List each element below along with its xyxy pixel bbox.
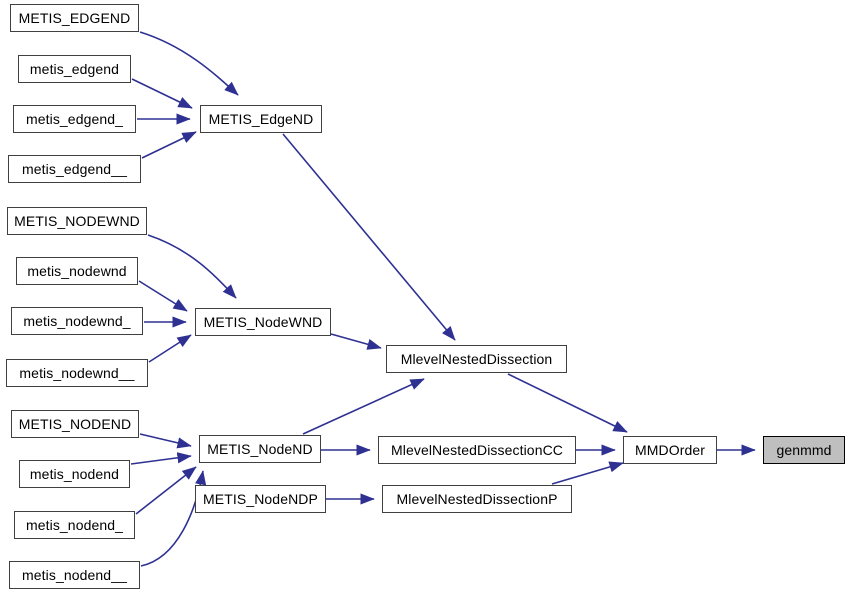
edge-MlevelNestedDissection-to-MMDOrder xyxy=(507,373,628,433)
node-METIS_NodeWND[interactable]: METIS_NodeWND xyxy=(195,308,331,336)
node-label: METIS_NodeWND xyxy=(203,314,323,330)
node-label: metis_edgend xyxy=(29,61,120,77)
node-label: metis_nodewnd_ xyxy=(23,313,131,329)
node-metis_nodend_caps[interactable]: METIS_NODEND xyxy=(11,410,139,438)
edge-METIS_NodeND-to-MlevelNestedDissection xyxy=(302,378,425,435)
edge-metis_nodewnd_caps-to-METIS_NodeWND xyxy=(147,234,237,299)
edge-METIS_NodeWND-to-MlevelNestedDissection xyxy=(330,333,382,350)
node-metis_edgend_uu[interactable]: metis_edgend__ xyxy=(8,155,141,183)
edge-metis_nodend_caps-to-METIS_NodeND xyxy=(139,433,192,449)
node-label: metis_nodend xyxy=(29,466,120,482)
edge-metis_nodend_uu-to-METIS_NodeND xyxy=(140,470,207,567)
edge-MlevelNestedDissectionP-to-MMDOrder xyxy=(551,461,624,485)
edge-metis_nodewnd_uu-to-METIS_NodeWND xyxy=(148,334,192,363)
node-label: METIS_EdgeND xyxy=(208,111,314,127)
node-label: METIS_NodeNDP xyxy=(203,491,318,507)
node-METIS_EdgeND[interactable]: METIS_EdgeND xyxy=(200,105,322,133)
edge-metis_edgend_caps-to-METIS_EdgeND xyxy=(139,31,239,96)
node-label: METIS_NODEWND xyxy=(14,213,140,229)
node-genmmd[interactable]: genmmd xyxy=(763,436,845,464)
node-metis_nodend_u[interactable]: metis_nodend_ xyxy=(14,511,135,539)
node-MMDOrder[interactable]: MMDOrder xyxy=(623,436,717,464)
node-metis_edgend[interactable]: metis_edgend xyxy=(18,55,131,83)
node-metis_edgend_u[interactable]: metis_edgend_ xyxy=(13,105,136,133)
edge-metis_edgend-to-METIS_EdgeND xyxy=(131,78,193,109)
node-label: metis_edgend__ xyxy=(22,161,127,177)
node-label: metis_nodend_ xyxy=(25,517,124,533)
node-metis_nodewnd_caps[interactable]: METIS_NODEWND xyxy=(7,207,147,235)
node-label: METIS_EDGEND xyxy=(18,10,131,26)
node-metis_nodend_uu[interactable]: metis_nodend__ xyxy=(9,561,140,589)
node-label: genmmd xyxy=(776,442,832,458)
node-MlevelNestedDissectionP[interactable]: MlevelNestedDissectionP xyxy=(382,485,572,513)
node-label: metis_edgend_ xyxy=(25,111,124,127)
edge-metis_nodend-to-METIS_NodeND xyxy=(130,452,192,465)
node-metis_nodewnd_u[interactable]: metis_nodewnd_ xyxy=(11,307,143,335)
node-label: MMDOrder xyxy=(634,442,706,458)
node-label: metis_nodend__ xyxy=(22,567,127,583)
node-metis_nodewnd[interactable]: metis_nodewnd xyxy=(16,257,138,285)
node-metis_edgend_caps[interactable]: METIS_EDGEND xyxy=(10,4,139,32)
node-METIS_NodeNDP[interactable]: METIS_NodeNDP xyxy=(195,485,326,513)
node-label: METIS_NodeND xyxy=(207,441,313,457)
node-MlevelNestedDissectionCC[interactable]: MlevelNestedDissectionCC xyxy=(378,436,576,464)
node-label: MlevelNestedDissection xyxy=(400,351,553,367)
node-MlevelNestedDissection[interactable]: MlevelNestedDissection xyxy=(386,345,567,373)
edge-metis_nodend_u-to-METIS_NodeND xyxy=(135,466,197,515)
node-label: MlevelNestedDissectionP xyxy=(396,491,558,507)
node-metis_nodewnd_uu[interactable]: metis_nodewnd__ xyxy=(6,359,148,387)
node-label: MlevelNestedDissectionCC xyxy=(390,442,563,458)
edge-metis_edgend_uu-to-METIS_EdgeND xyxy=(141,131,197,159)
node-label: METIS_NODEND xyxy=(18,416,132,432)
node-metis_nodend[interactable]: metis_nodend xyxy=(19,460,130,488)
node-label: metis_nodewnd__ xyxy=(19,365,135,381)
edge-metis_nodewnd-to-METIS_NodeWND xyxy=(138,280,188,312)
node-label: metis_nodewnd xyxy=(27,263,127,279)
node-METIS_NodeND[interactable]: METIS_NodeND xyxy=(199,435,321,463)
